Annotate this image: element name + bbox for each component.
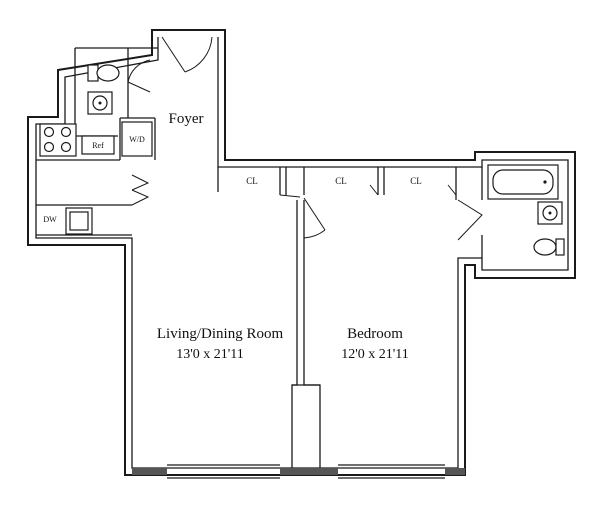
dishwasher: DW bbox=[43, 215, 57, 224]
entry-door bbox=[161, 36, 186, 73]
refrigerator: Ref bbox=[81, 135, 115, 155]
sink-icon bbox=[537, 201, 563, 225]
washer-dryer: W/D bbox=[121, 121, 153, 157]
bedroom-door bbox=[303, 197, 326, 231]
dishwasher-label: DW bbox=[43, 215, 57, 224]
closet-label: CL bbox=[246, 176, 258, 186]
stove-icon bbox=[39, 123, 77, 157]
living-room-dimensions: 13'0 x 21'11 bbox=[176, 347, 244, 362]
closet-label: CL bbox=[410, 176, 422, 186]
toilet-icon bbox=[87, 64, 120, 82]
window-hatching bbox=[132, 464, 465, 479]
ref-label: Ref bbox=[92, 141, 104, 150]
doors bbox=[127, 36, 483, 241]
washer-dryer-label: W/D bbox=[129, 135, 145, 144]
bedroom-label: Bedroom bbox=[347, 326, 403, 342]
sink-icon bbox=[87, 91, 113, 115]
bedroom-dimensions: 12'0 x 21'11 bbox=[341, 347, 409, 362]
exterior-walls bbox=[27, 29, 576, 476]
living-room-label: Living/Dining Room bbox=[157, 326, 284, 342]
closet-label: CL bbox=[335, 176, 347, 186]
toilet-icon bbox=[533, 238, 565, 256]
foyer-label: Foyer bbox=[169, 111, 204, 127]
interior-walls bbox=[36, 47, 483, 468]
bathtub-icon bbox=[487, 164, 559, 200]
kitchen-sink-icon bbox=[65, 207, 93, 235]
